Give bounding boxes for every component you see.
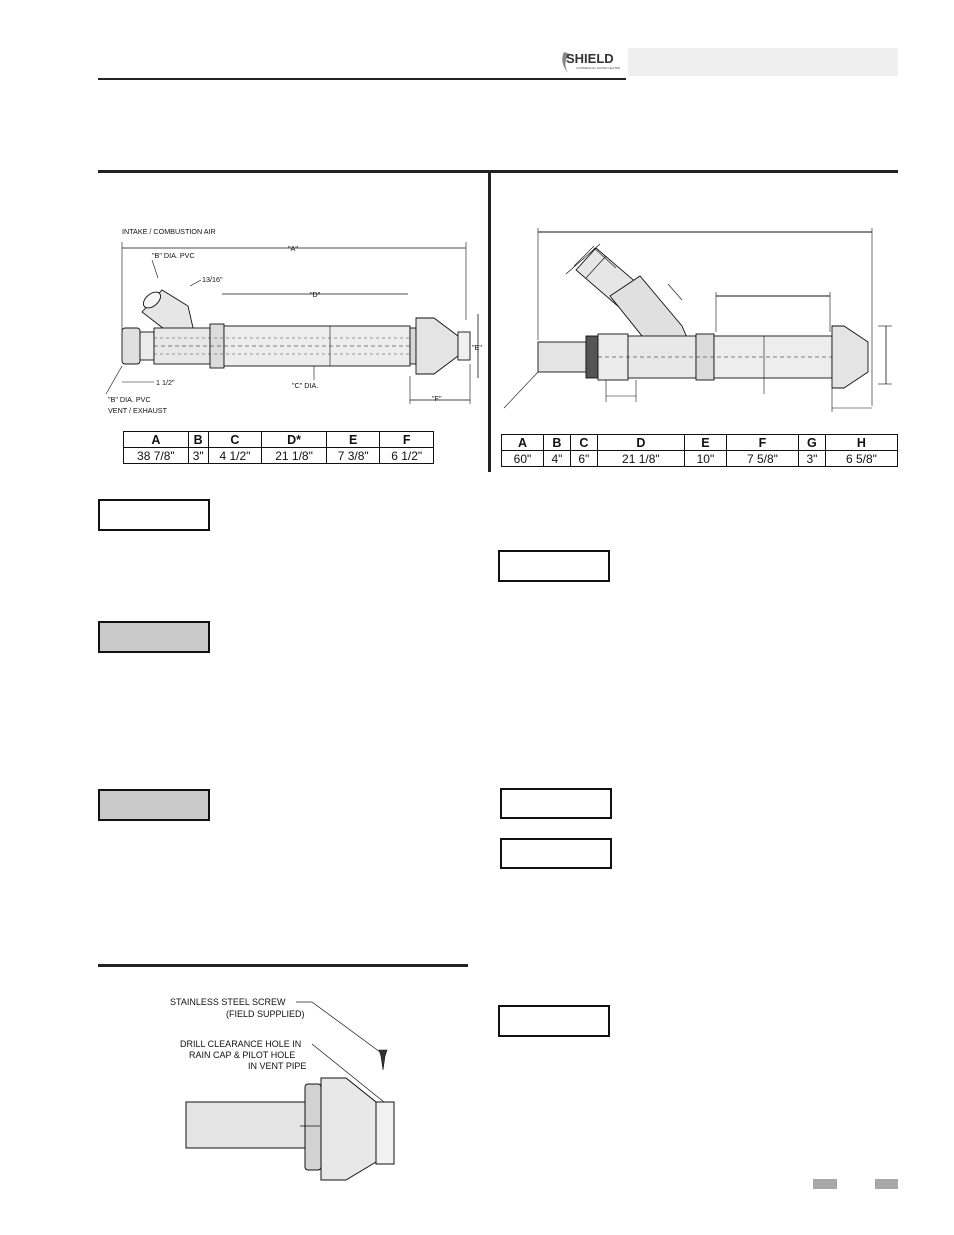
table-cell: 6 5/8" (824, 450, 899, 467)
table-header-cell: A (501, 434, 544, 451)
concentric-vent-diagram-right (503, 228, 892, 412)
notice-box (500, 838, 612, 869)
header-rule (98, 78, 626, 80)
table-header-cell: E (325, 431, 381, 448)
dim-b-top-label: "B" DIA. PVC (152, 251, 195, 260)
table-header-cell: E (683, 434, 727, 451)
table-header-cell: D (596, 434, 685, 451)
table-cell: 7 5/8" (725, 450, 799, 467)
dim-f-label: "F" (432, 394, 442, 403)
table-header-cell: A (123, 431, 189, 448)
table-cell: 38 7/8" (123, 447, 189, 464)
dim-b-bottom-label: "B" DIA. PVC (108, 395, 151, 404)
dimension-table-right: A B C D E F G H 60" 4" 6" 21 1/8" 10" 7 … (501, 434, 899, 467)
warning-box (98, 621, 210, 653)
table-header-cell: F (725, 434, 799, 451)
table-header-cell: C (207, 431, 263, 448)
header-band (628, 48, 898, 76)
table-header-cell: F (379, 431, 434, 448)
dim-c-label: "C" DIA. (292, 381, 318, 390)
dimension-table-left: A B C D* E F 38 7/8" 3" 4 1/2" 21 1/8" 7… (123, 431, 434, 464)
table-row: 38 7/8" 3" 4 1/2" 21 1/8" 7 3/8" 6 1/2" (123, 447, 434, 464)
notice-box (498, 550, 610, 582)
warning-box (98, 789, 210, 821)
logo-swoosh (562, 52, 570, 73)
shield-logo: SHIELD COMMERCIAL WATER HEATER (562, 51, 621, 73)
dim-a-label: "A" (288, 244, 298, 253)
screw-icon (378, 1049, 388, 1071)
table-header-cell: B (187, 431, 209, 448)
notice-box (500, 788, 612, 819)
logo-text: SHIELD (566, 51, 614, 66)
table-header-cell: B (542, 434, 571, 451)
drill-label-2: RAIN CAP & PILOT HOLE (189, 1050, 295, 1060)
notice-box (98, 499, 210, 531)
rain-cap-screw-diagram: STAINLESS STEEL SCREW (FIELD SUPPLIED) D… (170, 997, 395, 1181)
dim-e-label: "E" (472, 343, 482, 352)
table-header-cell: H (824, 434, 899, 451)
dim-d-label: "D" (310, 290, 321, 299)
table-cell: 21 1/8" (596, 450, 685, 467)
dim-112-label: 1 1/2" (156, 378, 175, 387)
concentric-vent-diagram-left: INTAKE / COMBUSTION AIR "A" "B" DIA. PVC… (105, 227, 482, 415)
table-header-cell: G (797, 434, 826, 451)
footer-tab-right (875, 1179, 898, 1189)
column-divider (488, 172, 491, 472)
table-header-cell: C (569, 434, 598, 451)
table-cell: 21 1/8" (261, 447, 327, 464)
table-cell: 3" (797, 450, 826, 467)
table-cell: 60" (501, 450, 544, 467)
section-rule-raincap (98, 964, 468, 967)
table-cell: 7 3/8" (325, 447, 381, 464)
table-cell: 10" (683, 450, 727, 467)
dim-1316-label: 13/16" (202, 275, 223, 284)
intake-label: INTAKE / COMBUSTION AIR (122, 227, 216, 236)
drill-label-3: IN VENT PIPE (248, 1061, 306, 1071)
table-cell: 3" (187, 447, 209, 464)
table-header-row: A B C D E F G H (501, 434, 899, 451)
table-row: 60" 4" 6" 21 1/8" 10" 7 5/8" 3" 6 5/8" (501, 450, 899, 467)
vent-exhaust-label: VENT / EXHAUST (108, 406, 168, 415)
section-rule-top (98, 170, 898, 173)
table-header-row: A B C D* E F (123, 431, 434, 448)
screw-label-2: (FIELD SUPPLIED) (226, 1009, 305, 1019)
table-cell: 4" (542, 450, 571, 467)
table-cell: 4 1/2" (207, 447, 263, 464)
table-cell: 6" (569, 450, 598, 467)
table-cell: 6 1/2" (379, 447, 434, 464)
notice-box (498, 1005, 610, 1037)
drill-label-1: DRILL CLEARANCE HOLE IN (180, 1039, 301, 1049)
screw-label-1: STAINLESS STEEL SCREW (170, 997, 286, 1007)
footer-tab-left (813, 1179, 837, 1189)
table-header-cell: D* (261, 431, 327, 448)
logo-subtext: COMMERCIAL WATER HEATER (576, 66, 621, 70)
